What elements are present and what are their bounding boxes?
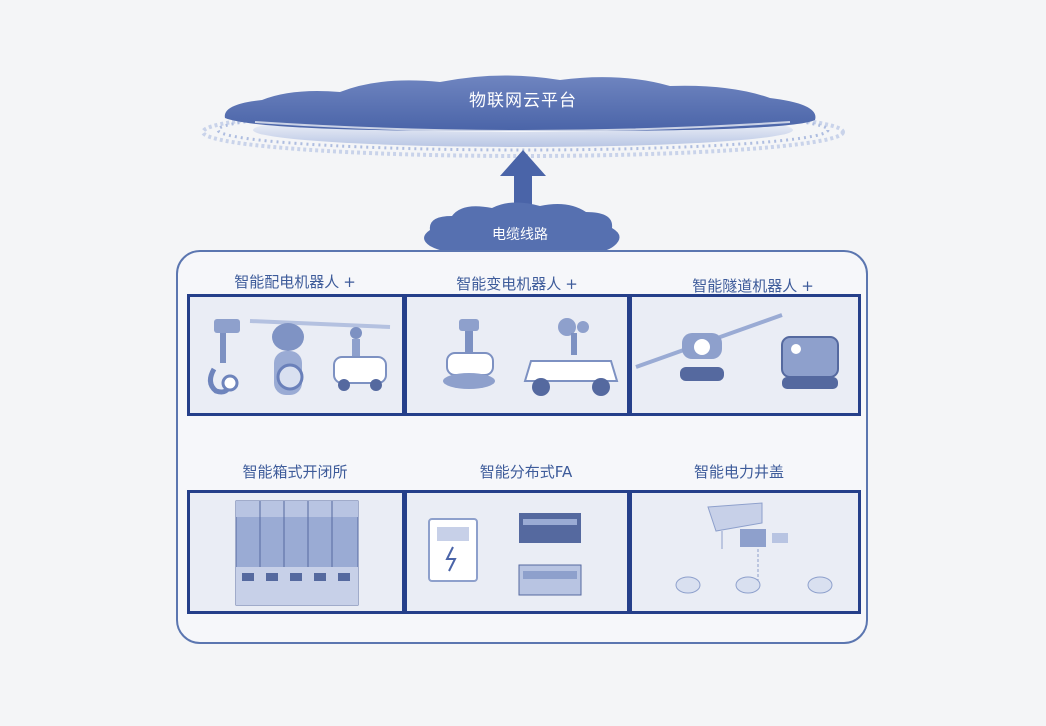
tunnel-robot-image [632, 297, 861, 416]
manhole-network-image [632, 493, 861, 614]
category-label-substation-robot: 智能变电机器人+ [404, 273, 630, 294]
category-label-tunnel-robot: 智能隧道机器人+ [640, 275, 866, 296]
cable-line-label: 电缆线路 [420, 224, 620, 244]
cloud-platform-title: 物联网云平台 [0, 86, 1046, 111]
panel-tunnel-robot [629, 294, 861, 416]
panel-substation-robot [404, 294, 630, 416]
substation-robot-image [407, 297, 630, 416]
panel-distribution-robot [187, 294, 405, 416]
category-label-distribution-robot: 智能配电机器人+ [182, 271, 408, 292]
panel-box-switching-station [187, 490, 405, 614]
fa-terminal-image [407, 493, 630, 614]
distribution-robot-image [190, 297, 405, 416]
category-label-power-manhole-cover: 智能电力井盖 [626, 461, 852, 482]
panel-power-manhole-cover [629, 490, 861, 614]
switchgear-image [190, 493, 405, 614]
category-label-box-switching-station: 智能箱式开闭所 [182, 461, 408, 482]
panel-distributed-fa [404, 490, 630, 614]
category-label-distributed-fa: 智能分布式FA [413, 461, 639, 482]
